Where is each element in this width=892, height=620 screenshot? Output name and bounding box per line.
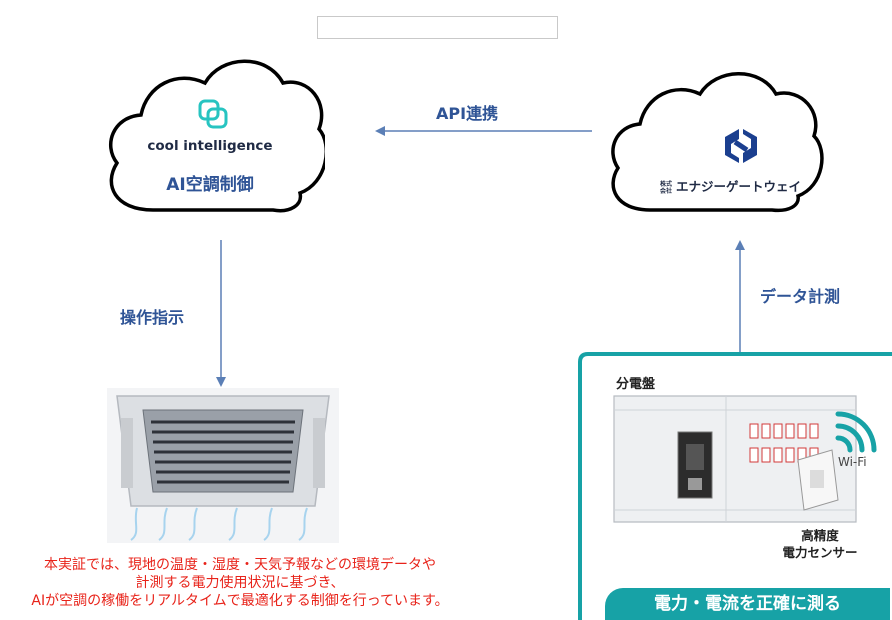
distribution-board-title: 分電盤 [616, 377, 656, 392]
sensor-label: 高精度 電力センサー [770, 527, 870, 561]
sensor-label-line-2: 電力センサー [782, 545, 858, 560]
measure-accurately-banner: 電力・電流を正確に測る [605, 588, 890, 620]
energy-gateway-prefix: 株式会社 [660, 180, 673, 195]
energy-gateway-logo-icon [725, 129, 757, 163]
energy-gateway-name-text: エナジーゲートウェイ [676, 179, 802, 194]
sensor-label-line-1: 高精度 [801, 528, 839, 543]
ai-air-conditioning-control-label: AI空調制御 [166, 175, 254, 195]
api-link-label: API連携 [436, 104, 499, 123]
operation-instruction-label: 操作指示 [120, 308, 185, 327]
air-conditioner-image [107, 388, 339, 543]
data-measurement-label: データ計測 [760, 287, 841, 306]
distribution-panel-frame [578, 352, 892, 620]
note-line-1: 本実証では、現地の温度・湿度・天気予報などの環境データや [44, 557, 436, 573]
cloud-right [611, 72, 824, 213]
wifi-label: Wi-Fi [838, 455, 867, 469]
cloud-left [109, 59, 325, 213]
top-blank-box [317, 16, 558, 39]
note-text: 本実証では、現地の温度・湿度・天気予報などの環境データや 計測する電力使用状況に… [5, 556, 475, 610]
note-line-2: 計測する電力使用状況に基づき、 [135, 575, 345, 591]
note-line-3: AIが空調の稼働をリアルタイムで最適化する制御を行っています。 [31, 593, 449, 609]
energy-gateway-name: 株式会社エナジーゲートウェイ [660, 176, 801, 195]
cool-intelligence-brand: cool intelligence [147, 138, 273, 154]
cool-intelligence-logo-icon [198, 99, 228, 129]
